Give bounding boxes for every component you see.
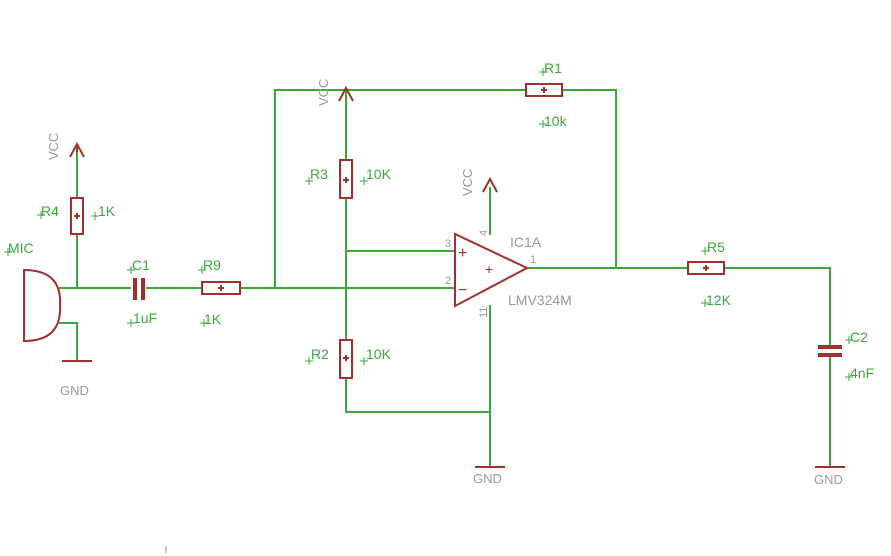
c1-ref: C1: [132, 257, 150, 273]
r9-value: 1K: [204, 311, 222, 327]
wire-feedback-left: [274, 89, 527, 289]
wire-mic-gnd: [59, 322, 78, 361]
r5-ref: R5: [707, 239, 725, 255]
wire-r5-c2: [723, 267, 831, 346]
gnd-symbol-ic: GND: [473, 466, 505, 486]
wires: [59, 89, 831, 467]
wire-feedback-right: [561, 89, 617, 269]
gnd-label-c2: GND: [814, 472, 843, 487]
pin-2-label: 2: [445, 275, 451, 287]
opamp-triangle-icon: [454, 232, 530, 308]
ic1a-value: LMV324M: [508, 292, 572, 308]
r2-value: 10K: [366, 346, 392, 362]
resistor-r4: R4 1K: [37, 197, 116, 235]
opamp-ic1a: + − + 3 2 1 4 11 IC1A LMV324M: [445, 230, 572, 318]
r1-ref: R1: [544, 60, 562, 76]
resistor-r1: R1 10k: [525, 60, 568, 129]
resistor-r2: R2 10K: [305, 339, 392, 379]
c2-ref: C2: [850, 329, 868, 345]
r4-ref: R4: [41, 203, 59, 219]
pin-11-label: 11: [478, 307, 490, 318]
r5-value: 12K: [706, 292, 732, 308]
mic-body-icon: [23, 268, 62, 343]
wire-r2-gnd: [345, 377, 491, 413]
vcc-symbol-r4: VCC: [46, 133, 85, 160]
resistor-r5: R5 12K: [687, 239, 732, 308]
c1-value: 1uF: [133, 310, 157, 326]
capacitor-c1: C1 1uF: [127, 257, 157, 327]
gnd-label-mic: GND: [60, 383, 89, 398]
resistor-r9: R9 1K: [198, 257, 241, 327]
vcc-symbol-ic: VCC: [460, 169, 498, 196]
r9-ref: R9: [203, 257, 221, 273]
resistor-r3: R3 10K: [305, 159, 392, 199]
vcc-label-top: VCC: [316, 79, 331, 106]
r2-ref: R2: [311, 346, 329, 362]
r4-value: 1K: [98, 203, 116, 219]
vcc-label-r4: VCC: [46, 133, 61, 160]
opamp-plus-symbol: +: [458, 245, 467, 262]
mic-ref: MIC: [8, 240, 34, 256]
gnd-label-ic: GND: [473, 471, 502, 486]
gnd-symbol-c2: GND: [814, 466, 845, 487]
c2-value: 4nF: [850, 365, 874, 381]
gnd-symbol-mic: GND: [60, 360, 92, 398]
r1-value: 10k: [544, 113, 568, 129]
pin-1-label: 1: [530, 254, 536, 266]
ic1a-ref: IC1A: [510, 234, 542, 250]
capacitor-c2: C2 4nF: [818, 329, 874, 381]
microphone: MIC: [4, 240, 62, 343]
r3-value: 10K: [366, 166, 392, 182]
vcc-symbol-top: VCC: [316, 79, 354, 106]
vcc-label-ic: VCC: [460, 169, 475, 196]
opamp-minus-symbol: −: [458, 282, 467, 299]
pin-4-label: 4: [478, 230, 490, 236]
pin-3-label: 3: [445, 238, 451, 250]
opamp-center-symbol: +: [485, 261, 493, 277]
r3-ref: R3: [310, 166, 328, 182]
